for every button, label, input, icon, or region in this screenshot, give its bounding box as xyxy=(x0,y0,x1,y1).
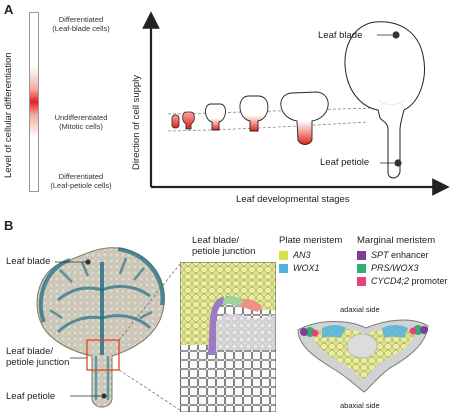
zoom-title-line2: petiole junction xyxy=(192,246,256,257)
differentiated-blade-label: Differentiated (Leaf-blade cells) xyxy=(40,15,122,33)
top-label-line1: Differentiated xyxy=(58,15,104,24)
wox1-swatch xyxy=(279,263,288,273)
photo-petiole-marker xyxy=(101,393,107,399)
spt-swatch xyxy=(357,250,366,260)
abaxial-side-label: abaxial side xyxy=(340,401,380,410)
zoom-title-line1: Leaf blade/ xyxy=(192,235,240,246)
photo-junction-line2: petiole junction xyxy=(6,357,70,368)
leaf-stage-5 xyxy=(280,91,329,145)
differentiated-petiole-label: Differentiated (Leaf-petiole cells) xyxy=(40,172,122,190)
middle-label-line2: (Mitotic cells) xyxy=(59,122,103,131)
prs-wox3-swatch xyxy=(357,263,366,273)
wox1-label: WOX1 xyxy=(293,263,320,273)
leaf-stage-1 xyxy=(171,114,180,129)
bottom-label-line2: (Leaf-petiole cells) xyxy=(50,181,112,190)
bottom-label-line1: Differentiated xyxy=(58,172,104,181)
leaf-stage-4 xyxy=(239,95,269,132)
legend-item-an3: AN3 xyxy=(279,250,342,260)
leaf-stage-6 xyxy=(344,21,425,179)
cross-section-diagram xyxy=(297,319,429,393)
legend-item-wox1: WOX1 xyxy=(279,263,342,273)
plate-meristem-title: Plate meristem xyxy=(279,235,343,246)
leaf-stage-3 xyxy=(205,103,226,131)
photo-blade-marker xyxy=(85,259,91,265)
marginal-meristem-legend: Marginal meristem SPT enhancer PRS/WOX3 … xyxy=(357,235,448,286)
leaf-stage-2 xyxy=(182,111,195,130)
prs-wox3-label: PRS/WOX3 xyxy=(371,263,419,273)
zoom-line-bottom xyxy=(118,369,181,411)
legend-item-cycd42: CYCD4;2 promoter xyxy=(357,276,448,286)
cycd42-swatch xyxy=(357,276,366,286)
leaf-petiole-marker xyxy=(394,159,402,167)
middle-label-line1: Undifferentiated xyxy=(54,113,108,122)
an3-swatch xyxy=(279,250,288,260)
cycd42-label-italic: CYCD4;2 xyxy=(371,276,410,286)
top-label-line2: (Leaf-blade cells) xyxy=(52,24,110,33)
cycd42-label-rest: promoter xyxy=(409,276,448,286)
zoom-line-top xyxy=(118,263,181,341)
photo-junction-line1: Leaf blade/ xyxy=(6,346,54,357)
junction-zoom-diagram xyxy=(180,262,276,412)
legend-item-spt: SPT enhancer xyxy=(357,250,448,260)
leaf-petiole-label: Leaf petiole xyxy=(320,157,370,168)
photo-leaf-blade-label: Leaf blade xyxy=(6,256,51,267)
junction-highlight-box xyxy=(86,339,120,371)
photo-leaf-petiole-label: Leaf petiole xyxy=(6,391,56,402)
marginal-meristem-title: Marginal meristem xyxy=(357,235,436,246)
leaf-blade-label: Leaf blade xyxy=(318,30,363,41)
undifferentiated-label: Undifferentiated (Mitotic cells) xyxy=(40,113,122,131)
lower-guide-line xyxy=(167,121,369,132)
developmental-stages-label: Leaf developmental stages xyxy=(236,194,350,205)
panel-b-letter: B xyxy=(4,218,14,233)
panel-a-letter: A xyxy=(4,2,14,17)
legend-item-prs-wox3: PRS/WOX3 xyxy=(357,263,448,273)
zoom-title: Leaf blade/ petiole junction xyxy=(192,235,255,257)
leaf-blade-marker xyxy=(392,31,400,39)
photo-junction-label: Leaf blade/ petiole junction xyxy=(6,346,69,368)
spt-label-italic: SPT xyxy=(371,250,389,260)
differentiation-gradient-bar xyxy=(29,12,39,192)
spt-label-rest: enhancer xyxy=(388,250,429,260)
adaxial-side-label: adaxial side xyxy=(340,305,380,314)
plate-meristem-legend: Plate meristem AN3 WOX1 xyxy=(279,235,342,273)
an3-label: AN3 xyxy=(293,250,311,260)
stained-leaf-photo xyxy=(36,247,165,408)
